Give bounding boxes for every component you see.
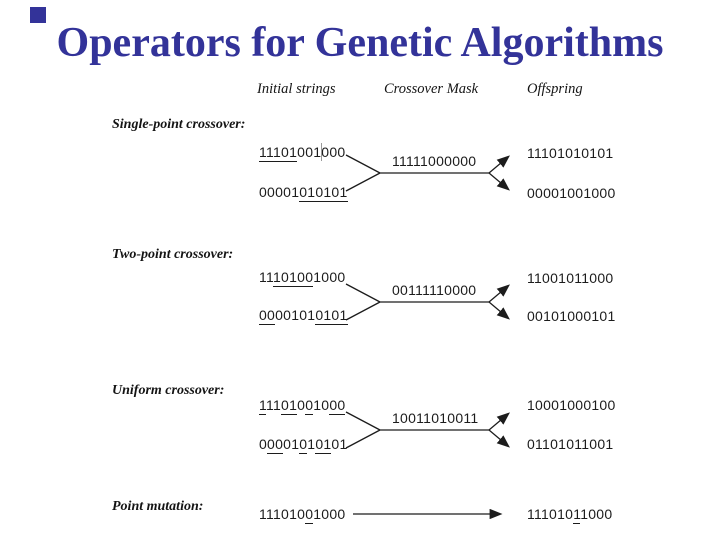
initial-string-1: 11101001000	[259, 144, 346, 162]
crossover-mask-string: 10011010011	[392, 410, 479, 426]
offspring-string-2: 00101000101	[527, 308, 616, 324]
mutation-output-string: 11101011000	[527, 506, 613, 524]
crossover-mask-string: 00111110000	[392, 282, 477, 298]
offspring-string-2: 01101011001	[527, 436, 614, 452]
column-header-crossover-mask: Crossover Mask	[384, 81, 479, 97]
mutation-arrow-diagram	[353, 508, 503, 520]
section-label: Two-point crossover:	[112, 247, 234, 262]
column-header-initial-strings: Initial strings	[257, 81, 336, 97]
offspring-string-1: 11001011000	[527, 270, 614, 286]
section-label: Single-point crossover:	[112, 117, 246, 132]
mutation-input-string: 11101001000	[259, 506, 346, 524]
crossover-mask-string: 11111000000	[392, 153, 477, 169]
decorative-square	[30, 7, 46, 23]
fork-arrows-diagram	[345, 411, 510, 449]
slide-title: Operators for Genetic Algorithms	[56, 20, 664, 66]
offspring-string-2: 00001001000	[527, 185, 616, 201]
fork-arrows-diagram	[345, 283, 510, 321]
offspring-string-1: 11101010101	[527, 145, 614, 161]
column-header-offspring: Offspring	[527, 81, 583, 97]
initial-string-2: 00001010101	[259, 436, 348, 454]
fork-arrows-diagram	[345, 154, 510, 192]
initial-string-1: 11101001000	[259, 269, 346, 287]
offspring-string-1: 10001000100	[527, 397, 616, 413]
section-label: Point mutation:	[112, 499, 204, 514]
initial-string-2: 00001010101	[259, 307, 348, 325]
initial-string-1: 11101001000	[259, 397, 346, 415]
section-label: Uniform crossover:	[112, 383, 225, 398]
text-cursor-artifact	[321, 143, 322, 161]
initial-string-2: 00001010101	[259, 184, 348, 202]
